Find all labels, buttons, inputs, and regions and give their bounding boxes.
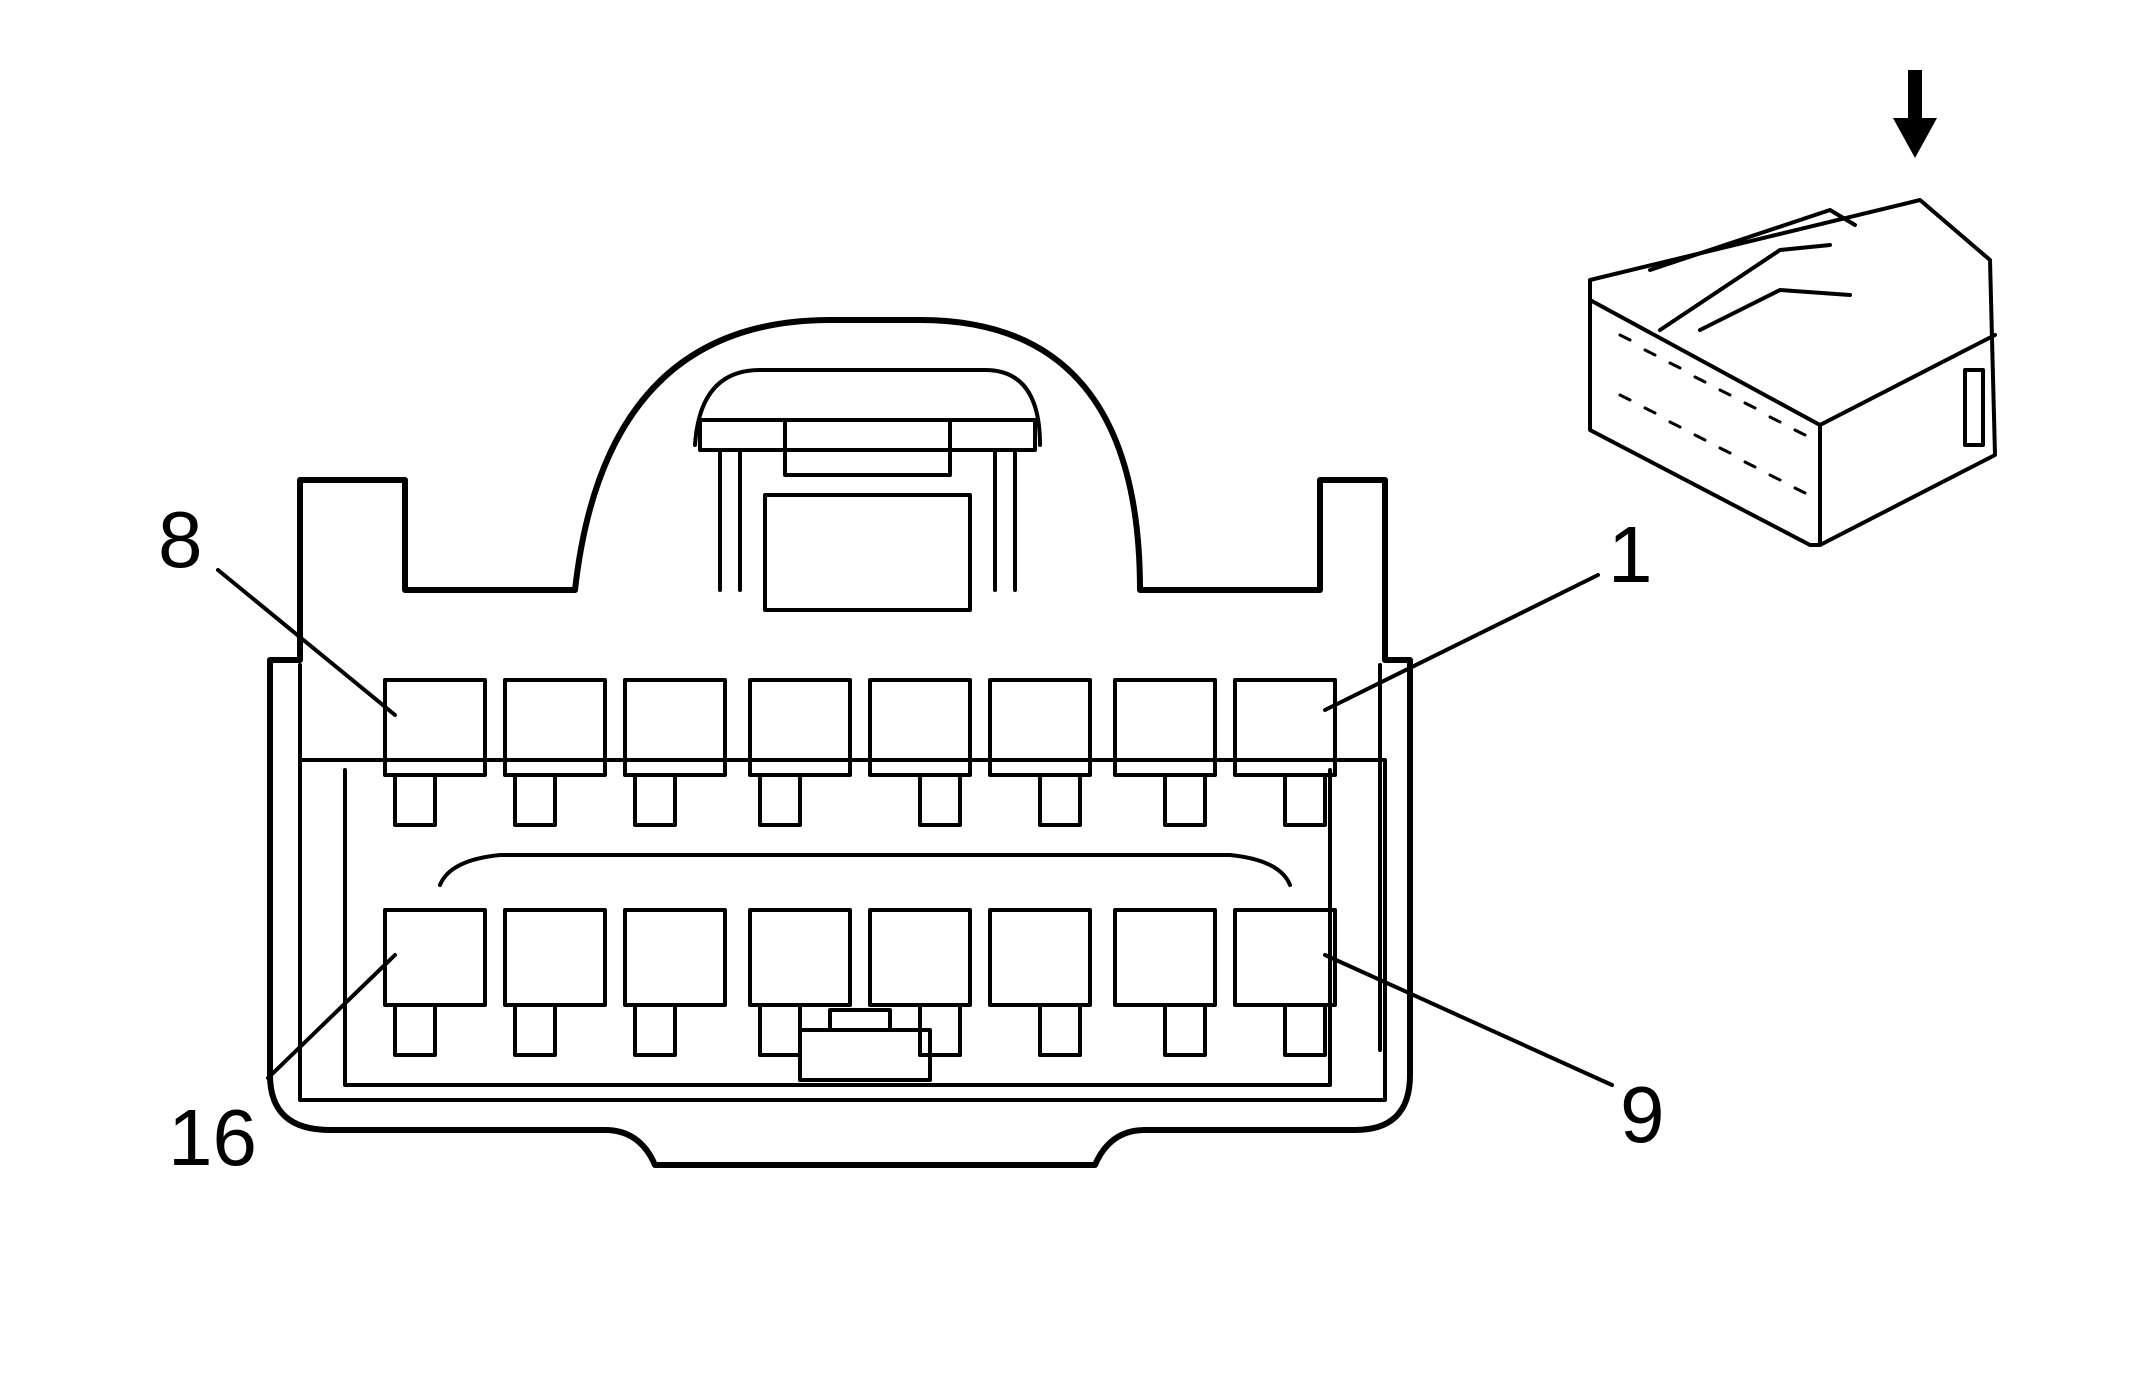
pin-label-16: 16 [168,1093,257,1182]
pin-label-1: 1 [1608,510,1653,599]
isometric-pin-slots [1618,333,1807,495]
latch-detail [693,368,1042,612]
terminal-stems [393,773,1327,1057]
leader-lines [216,568,1614,1087]
key-ridge [438,853,1292,1082]
side-rails [298,663,1387,1102]
leader-pin-16 [266,953,397,1080]
pin-label-8: 8 [158,495,203,584]
pin-row-bottom [383,908,1337,1007]
leader-pin-1 [1323,573,1600,712]
connector-housing-outline [267,317,1413,1168]
isometric-connector-view [1588,198,1997,547]
arrow-down-icon [1893,70,1937,158]
leader-pin-9 [1323,953,1614,1087]
leader-pin-8 [216,568,397,717]
pin-label-9: 9 [1620,1070,1665,1159]
